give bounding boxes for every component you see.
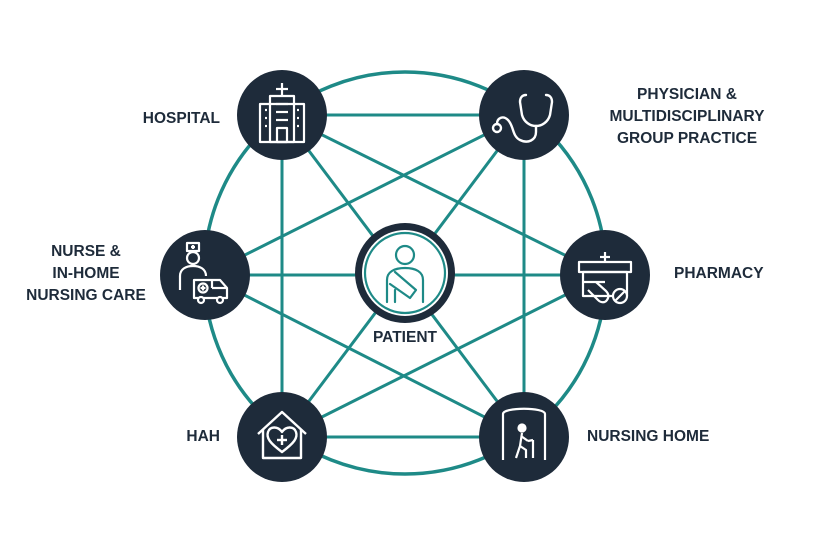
label-nurse: NURSE & IN-HOME NURSING CARE [14, 241, 158, 307]
label-hah: HAH [186, 426, 220, 448]
node-physician [479, 70, 569, 160]
node-patient [355, 223, 455, 323]
label-hospital: HOSPITAL [143, 108, 220, 130]
label-line: PHYSICIAN & [637, 86, 737, 103]
label-line: NURSE & [51, 243, 121, 260]
node-pharmacy [560, 230, 650, 320]
label-line: IN-HOME [52, 265, 120, 282]
label-line: MULTIDISCIPLINARY [609, 108, 765, 125]
label-physician: PHYSICIAN & MULTIDISCIPLINARY GROUP PRAC… [587, 84, 787, 150]
home-heart-icon [257, 410, 307, 460]
node-nurse [160, 230, 250, 320]
label-pharmacy: PHARMACY [674, 263, 764, 285]
patient-label-text: PATIENT [372, 329, 437, 346]
label-line: NURSING CARE [26, 287, 146, 304]
label-nursing-home: NURSING HOME [587, 426, 709, 448]
label-line: PHARMACY [674, 265, 764, 282]
label-line: NURSING HOME [587, 428, 710, 445]
nurse-ambulance-icon [178, 241, 229, 305]
pharmacy-pills-icon [577, 252, 633, 305]
node-nursing-home [479, 392, 569, 482]
label-line: HAH [186, 428, 220, 445]
nursing-home-elderly-icon [501, 407, 547, 460]
stethoscope-icon [491, 93, 554, 143]
label-line: HOSPITAL [142, 110, 220, 127]
hospital-building-icon [258, 83, 306, 144]
label-patient: PATIENT [355, 327, 455, 349]
label-line: GROUP PRACTICE [616, 130, 758, 147]
node-hospital [237, 70, 327, 160]
patient-arm-sling-icon [385, 244, 425, 304]
node-hah [237, 392, 327, 482]
